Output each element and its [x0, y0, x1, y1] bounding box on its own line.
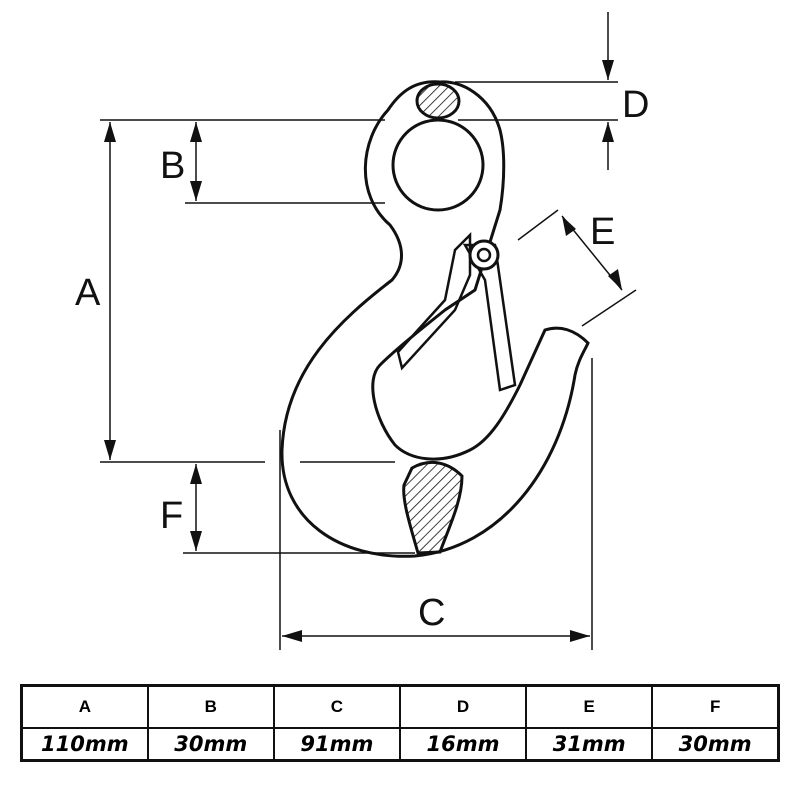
dimension-e-label: E — [590, 211, 615, 253]
spec-header-e: E — [525, 684, 654, 729]
dimension-f — [183, 464, 415, 554]
hook-body-outline — [280, 80, 590, 558]
spec-header-d: D — [398, 684, 528, 729]
dimension-b-label: B — [160, 145, 185, 187]
spec-table-header-row: A B C D E F — [20, 684, 780, 729]
dimension-e — [517, 209, 637, 327]
spec-value-e: 31mm — [525, 727, 654, 762]
eye-top-section-hatch — [415, 82, 461, 120]
spec-header-b: B — [146, 684, 275, 729]
eye-hole — [391, 118, 485, 212]
dimension-d-label: D — [622, 84, 649, 126]
dimension-f-label: F — [160, 495, 183, 537]
dimension-spec-table: A B C D E F 110mm 30mm 91mm 16mm 31mm 30… — [20, 684, 780, 762]
safety-latch — [396, 231, 517, 392]
spec-header-a: A — [20, 684, 149, 729]
spec-header-f: F — [651, 684, 780, 729]
dimension-b — [185, 122, 385, 204]
latch-pivot-pin — [468, 239, 500, 271]
spec-value-f: 30mm — [651, 727, 780, 762]
spec-value-d: 16mm — [398, 727, 528, 762]
spec-header-c: C — [272, 684, 401, 729]
spec-value-b: 30mm — [146, 727, 275, 762]
hook-dimension-drawing: A B D E F C — [75, 12, 649, 650]
dimension-c — [279, 358, 593, 650]
hook-bottom-section-hatch — [402, 460, 464, 555]
dimension-c-label: C — [418, 592, 445, 634]
dimension-d — [455, 12, 618, 170]
spec-table-value-row: 110mm 30mm 91mm 16mm 31mm 30mm — [20, 727, 780, 762]
dimension-a — [100, 119, 395, 463]
spec-value-a: 110mm — [20, 727, 149, 762]
dimension-a-label: A — [75, 272, 101, 314]
spec-value-c: 91mm — [272, 727, 401, 762]
